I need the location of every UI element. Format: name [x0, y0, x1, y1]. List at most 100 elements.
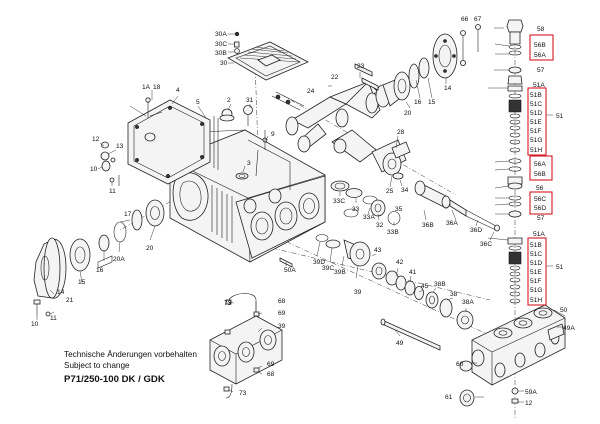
label-56b-top: 56B — [534, 42, 546, 49]
label-22: 22 — [331, 74, 339, 81]
bypass-block-inset — [209, 293, 283, 399]
label-50a: 50A — [284, 267, 296, 274]
label-69-bottom: 69 — [267, 361, 275, 368]
label-51e-bottom: 51E — [530, 269, 542, 276]
label-16-top: 16 — [414, 99, 422, 106]
label-20a: 20A — [113, 256, 125, 263]
highlight-box-56c-56d — [529, 191, 553, 215]
label-30a: 30A — [215, 31, 227, 38]
label-33a: 33A — [363, 214, 375, 221]
left-fasteners — [100, 97, 268, 186]
label-20-left: 20 — [146, 245, 154, 252]
crosshead-seals — [330, 180, 401, 225]
label-14-top: 14 — [444, 85, 452, 92]
label-56b-mid: 56B — [534, 171, 546, 178]
label-39-inset: 39 — [278, 323, 286, 330]
label-51h-bottom: 51H — [530, 297, 542, 304]
label-5: 5 — [196, 99, 200, 106]
label-57-mid: 57 — [537, 215, 545, 222]
label-45: 45 — [421, 283, 429, 290]
label-39b: 39B — [334, 269, 346, 276]
change-note-english: Subject to change — [64, 361, 130, 370]
label-49: 49 — [396, 340, 404, 347]
label-33: 33 — [352, 206, 360, 213]
highlight-box-51-bottom — [527, 237, 547, 306]
label-20-top: 20 — [404, 110, 412, 117]
label-51-bottom: 51 — [556, 264, 564, 271]
label-35: 35 — [395, 206, 403, 213]
label-51b-bottom: 51B — [530, 242, 542, 249]
label-66: 66 — [461, 16, 469, 23]
label-3: 3 — [247, 160, 251, 167]
label-67: 67 — [474, 16, 482, 23]
label-51f-bottom: 51F — [530, 278, 541, 285]
label-11-left: 11 — [50, 315, 57, 322]
label-2: 2 — [227, 97, 231, 104]
highlight-box-56-mid — [529, 155, 553, 181]
label-38b: 38B — [434, 281, 446, 288]
label-12-top: 12 — [92, 136, 100, 143]
highlight-box-56-top — [529, 34, 554, 61]
label-15-top: 15 — [428, 99, 436, 106]
label-51c-bottom: 51C — [530, 251, 542, 258]
part-labels: 66 67 58 56B 56A 57 51A 51B 51C 51D 51E … — [31, 16, 575, 407]
label-56c: 56C — [534, 196, 546, 203]
label-51d-bottom: 51D — [530, 260, 542, 267]
label-12-bottom: 12 — [525, 400, 533, 407]
label-51d-top: 51D — [530, 110, 542, 117]
lower-plunger-axis-line — [249, 224, 501, 341]
label-73-top: 73 — [224, 300, 232, 307]
label-9: 9 — [271, 131, 275, 138]
label-51a-top: 51A — [533, 82, 545, 89]
label-13: 13 — [116, 143, 124, 150]
label-49a: 49A — [563, 325, 575, 332]
label-36a: 36A — [446, 220, 458, 227]
plunger-packing-parts — [315, 234, 474, 351]
valve-stack — [506, 19, 524, 304]
label-56a-mid: 56A — [534, 161, 546, 168]
label-59a: 59A — [525, 389, 537, 396]
label-50: 50 — [560, 307, 568, 314]
label-51f-top: 51F — [530, 128, 541, 135]
label-69-top: 69 — [278, 310, 286, 317]
label-56a-top: 56A — [534, 52, 546, 59]
label-51-top: 51 — [556, 113, 564, 120]
label-51h-top: 51H — [530, 147, 542, 154]
label-38: 38 — [450, 291, 458, 298]
label-36d: 36D — [470, 227, 482, 234]
plunger-guide-parts — [392, 172, 500, 232]
label-56: 56 — [536, 185, 544, 192]
label-16-left: 16 — [96, 267, 104, 274]
model-designation: P71/250-100 DK / GDK — [64, 374, 165, 385]
label-36c: 36C — [480, 241, 492, 248]
label-28: 28 — [397, 129, 405, 136]
crankshaft — [271, 77, 409, 153]
label-39d: 39D — [313, 259, 325, 266]
label-15-left: 15 — [78, 279, 86, 286]
rear-cover-plate — [127, 99, 219, 185]
label-34: 34 — [401, 187, 409, 194]
label-30c: 30C — [215, 41, 227, 48]
label-68-bottom: 68 — [267, 371, 275, 378]
label-4: 4 — [176, 87, 180, 94]
label-39c: 39C — [322, 265, 334, 272]
label-51g-bottom: 51G — [530, 287, 542, 294]
label-73-bottom: 73 — [239, 390, 247, 397]
label-17: 17 — [124, 211, 132, 218]
label-30b: 30B — [215, 50, 227, 57]
label-31: 31 — [246, 97, 254, 104]
label-14-left: 14 — [57, 289, 65, 296]
label-41: 41 — [409, 269, 417, 276]
label-51c-top: 51C — [530, 101, 542, 108]
top-cover-plate — [227, 31, 309, 81]
label-11-top: 11 — [109, 188, 116, 195]
label-10-top: 10 — [90, 166, 98, 173]
label-30: 30 — [220, 60, 228, 67]
label-51e-top: 51E — [530, 119, 542, 126]
label-33c: 33C — [333, 198, 345, 205]
highlight-box-51-top — [527, 87, 547, 156]
label-32: 32 — [376, 222, 384, 229]
label-25: 25 — [386, 188, 394, 195]
label-21: 21 — [66, 297, 74, 304]
